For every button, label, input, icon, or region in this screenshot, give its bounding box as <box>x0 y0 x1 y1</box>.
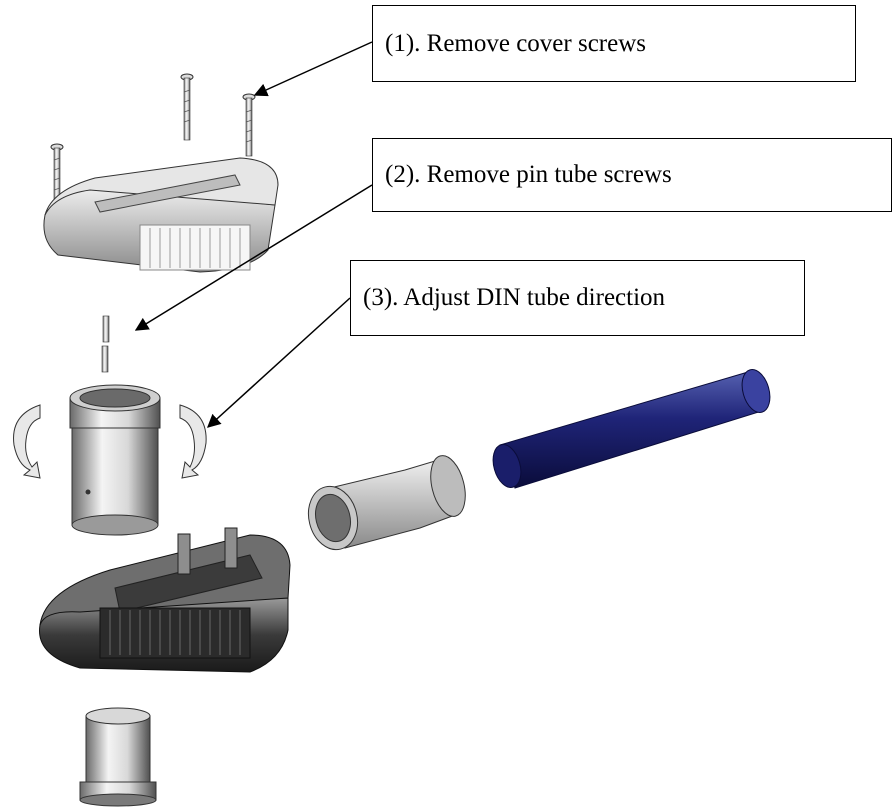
cover-screw-middle <box>180 73 194 141</box>
cover-screws <box>50 73 256 207</box>
din-pin-tube <box>69 384 161 536</box>
metal-sleeve <box>307 455 466 551</box>
arrow-to-pin-tube-screws <box>134 184 373 331</box>
callout-step-1: (1). Remove cover screws <box>372 5 856 82</box>
rotate-left-arrow-icon <box>13 404 41 479</box>
callout-step-3-label: (3). Adjust DIN tube direction <box>363 284 666 311</box>
callout-step-1-label: (1). Remove cover screws <box>385 29 647 57</box>
cover-screw-right <box>242 93 256 157</box>
rotate-right-arrow-icon <box>179 404 207 479</box>
pin-tube-screws <box>101 315 110 373</box>
callout-step-3: (3). Adjust DIN tube direction <box>350 260 805 336</box>
callout-step-2-label: (2). Remove pin tube screws <box>385 161 672 188</box>
bottom-housing <box>39 527 291 673</box>
blue-rod <box>492 369 771 489</box>
top-cover <box>43 157 279 273</box>
arrow-to-din-tube <box>207 297 351 428</box>
end-cap <box>79 707 157 807</box>
arrow-to-cover-screws <box>253 41 373 97</box>
leader-arrows <box>134 41 373 428</box>
callout-step-2: (2). Remove pin tube screws <box>372 138 892 212</box>
